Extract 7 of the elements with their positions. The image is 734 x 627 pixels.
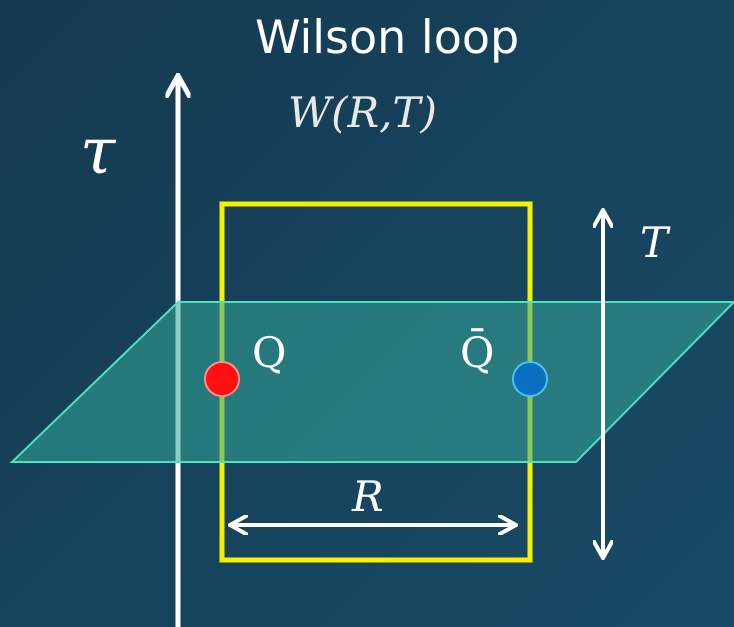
axis-label: τ: [80, 120, 116, 184]
dimension-label: T: [640, 222, 668, 264]
formula-label: W(R,T): [288, 92, 437, 134]
quark-dot: [203, 360, 241, 398]
quark-label: Q: [252, 332, 286, 374]
quark-dot: [511, 360, 549, 398]
dimension-label: R: [352, 476, 384, 518]
